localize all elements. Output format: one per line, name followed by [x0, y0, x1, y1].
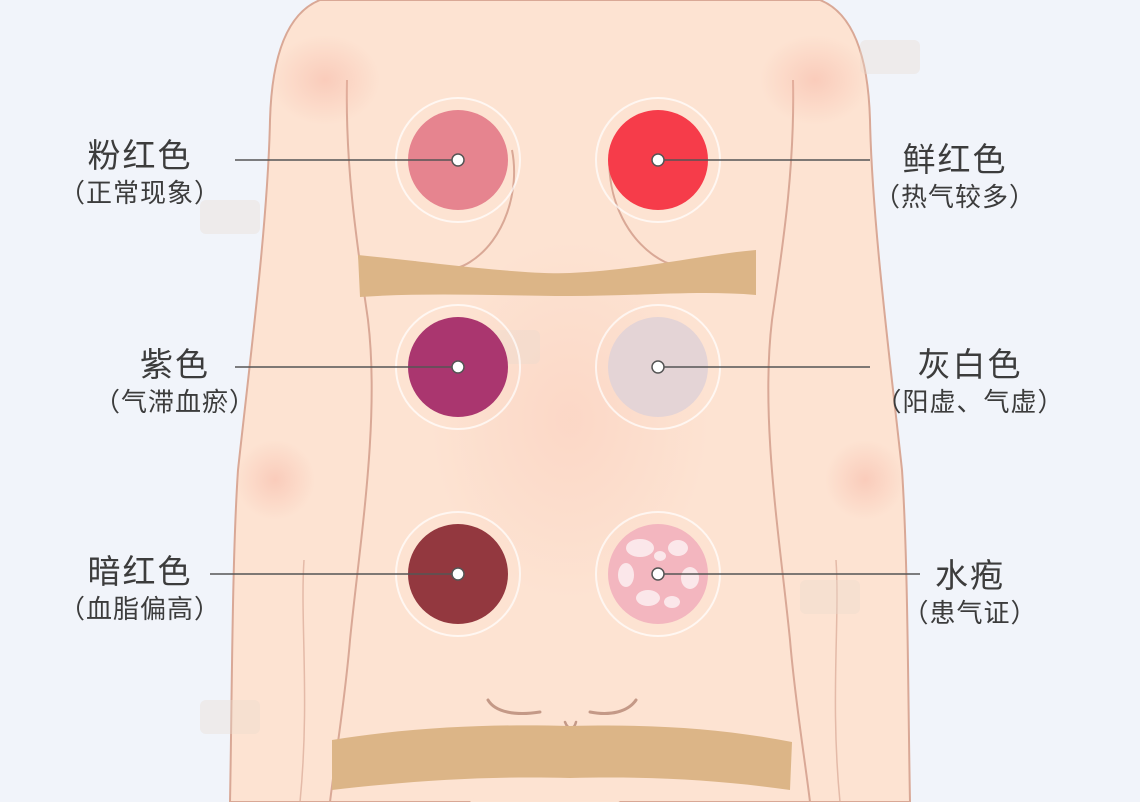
label-title: 粉红色 — [87, 136, 193, 175]
label-title: 鲜红色 — [902, 140, 1008, 179]
label-subtitle: （气滞血瘀） — [93, 388, 256, 418]
right-arm-contour — [767, 79, 811, 802]
label-subtitle: （阳虚、气虚） — [875, 388, 1065, 418]
top-garment-band — [358, 250, 756, 297]
label-subtitle: （患气证） — [902, 599, 1038, 629]
navel — [486, 698, 638, 715]
label-title: 紫色 — [140, 345, 210, 384]
label-subtitle: （血脂偏高） — [58, 595, 221, 625]
label-dark-red: 暗红色 （血脂偏高） — [40, 552, 240, 628]
label-title: 水疱 — [935, 556, 1005, 595]
label-grey-white: 灰白色 （阳虚、气虚） — [855, 345, 1085, 421]
label-pink: 粉红色 （正常现象） — [40, 136, 240, 212]
label-title: 暗红色 — [87, 552, 193, 591]
label-subtitle: （热气较多） — [873, 183, 1036, 213]
label-purple: 紫色 （气滞血瘀） — [75, 345, 275, 421]
label-subtitle: （正常现象） — [58, 179, 221, 209]
left-arm-contour — [329, 79, 373, 802]
label-blister: 水疱 （患气证） — [870, 556, 1070, 632]
bottom-garment — [332, 725, 792, 790]
label-bright-red: 鲜红色 （热气较多） — [855, 140, 1055, 216]
label-title: 灰白色 — [917, 345, 1023, 384]
